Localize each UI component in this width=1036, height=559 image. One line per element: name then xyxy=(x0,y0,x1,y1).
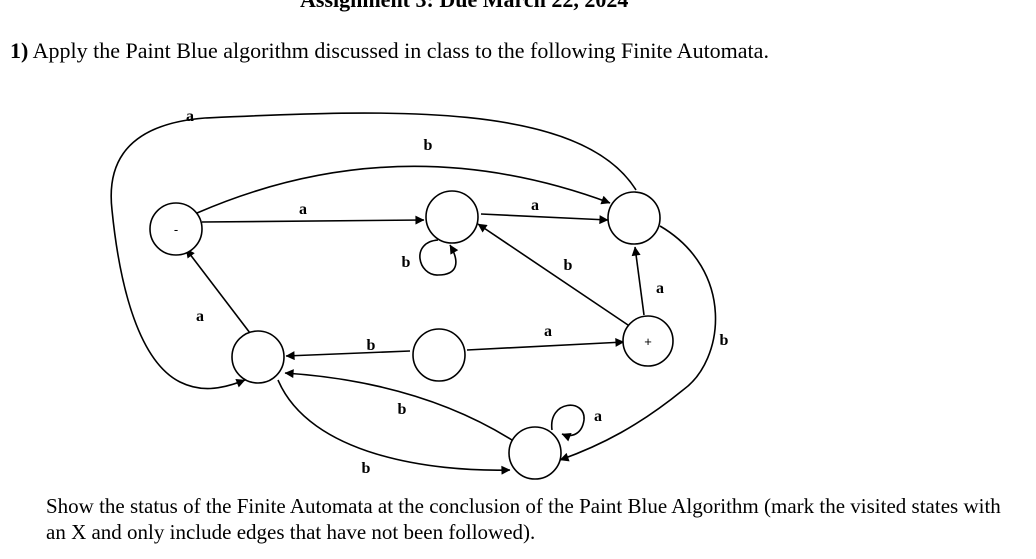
state-top-right xyxy=(607,191,661,245)
edge-label-topmid-self-loop: b xyxy=(402,254,411,271)
edge-label-start-to-topright: b xyxy=(424,137,433,154)
assignment-header: Assignment 3: Due March 22, 2024 xyxy=(300,0,628,13)
edge-topmid-self-loop xyxy=(419,239,459,276)
question-body: Apply the Paint Blue algorithm discussed… xyxy=(32,38,769,63)
edge-final-to-topright xyxy=(631,246,645,316)
edge-final-to-topmid xyxy=(477,223,629,326)
state-left-low xyxy=(231,330,285,384)
edge-label-final-to-topright: a xyxy=(656,280,664,297)
edge-label-bottom-to-leftlow: b xyxy=(398,401,407,418)
state-start xyxy=(149,202,203,256)
state-top-mid xyxy=(425,190,479,244)
edge-label-final-to-topmid: b xyxy=(564,257,573,274)
state-mid-low xyxy=(412,328,466,382)
state-start-label: - xyxy=(174,222,178,237)
edge-label-midlow-to-leftlow: b xyxy=(367,337,376,354)
edge-bottom-to-leftlow xyxy=(284,369,513,441)
edge-leftlow-to-bottom xyxy=(277,379,511,475)
edge-label-topright-to-leftlow: a xyxy=(186,108,194,125)
edge-label-leftlow-to-start: a xyxy=(196,308,204,325)
edge-label-bottom-self-loop: a xyxy=(594,408,602,425)
state-final xyxy=(622,315,674,367)
edge-midlow-to-leftlow xyxy=(285,350,411,361)
edge-label-start-to-topmid: a xyxy=(299,201,307,218)
edge-leftlow-to-start xyxy=(185,248,251,334)
instructions-text: Show the status of the Finite Automata a… xyxy=(46,494,1001,544)
edge-topmid-to-topright xyxy=(480,213,609,225)
state-final-label: + xyxy=(644,334,652,349)
edge-label-topright-to-bottom: b xyxy=(720,332,729,349)
edge-topright-to-leftlow xyxy=(110,112,637,390)
edge-topright-to-bottom xyxy=(559,225,717,462)
edge-start-to-topright xyxy=(196,165,611,214)
edge-midlow-to-final xyxy=(466,337,625,351)
edge-label-midlow-to-final: a xyxy=(544,323,552,340)
question-text: 1) Apply the Paint Blue algorithm discus… xyxy=(10,38,769,64)
state-bottom xyxy=(508,426,562,480)
edge-start-to-topmid xyxy=(201,215,425,225)
edge-label-topmid-to-topright: a xyxy=(531,197,539,214)
edge-label-leftlow-to-bottom: b xyxy=(362,460,371,477)
question-number: 1) xyxy=(10,38,29,63)
edge-bottom-self-loop xyxy=(551,404,585,442)
